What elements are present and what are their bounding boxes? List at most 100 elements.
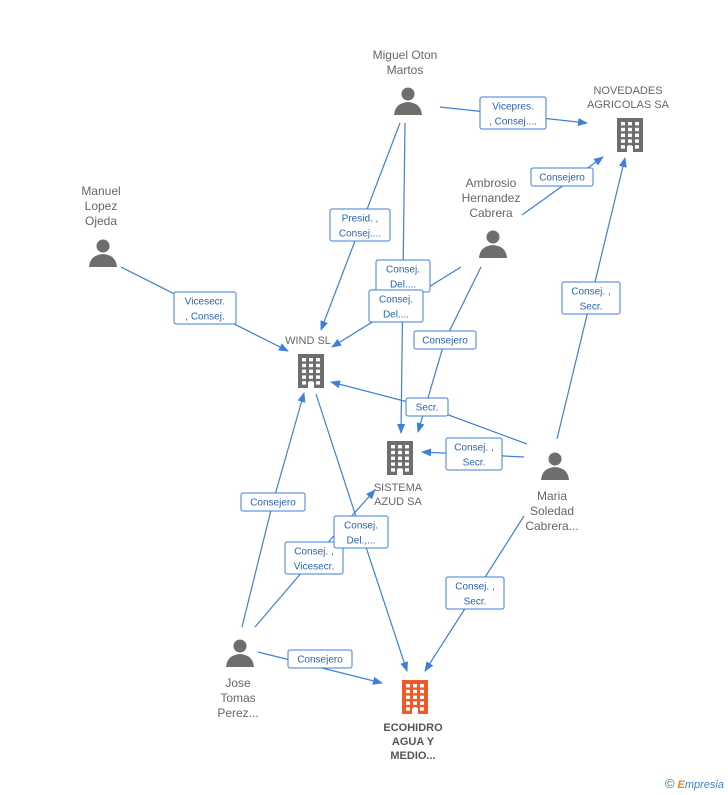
edge-label-text: Secr. (580, 302, 603, 313)
edge-label-text: Vicepres. (492, 102, 534, 113)
edge-label-box (445, 437, 503, 471)
edge-label-box (561, 281, 621, 315)
edge-label-ambrosio_sistema[interactable]: Consejero (413, 330, 477, 350)
node-label-line: WIND SL (285, 335, 331, 347)
edge-label-text: Consejero (422, 336, 468, 347)
node-label-line: Soledad (530, 504, 574, 518)
edge-label-text: Secr. (464, 597, 487, 608)
node-label-line: Maria (537, 489, 567, 503)
node-label-line: Perez... (217, 706, 258, 720)
edge-label-jose_wind[interactable]: Consejero (240, 492, 306, 512)
edge-label-maria_wind[interactable]: Secr. (405, 397, 449, 417)
node-label-line: SISTEMA (374, 482, 423, 494)
edge-label-box (405, 397, 449, 417)
node-label-line: Cabrera... (525, 519, 578, 533)
person-icon (394, 87, 422, 115)
edge-label-text: Secr. (416, 403, 439, 414)
building-icon (402, 680, 428, 714)
edge-label-text: Consej. (379, 295, 413, 306)
person-icon (541, 452, 569, 480)
node-label-line: Lopez (85, 199, 118, 213)
node-label-line: AGRICOLAS SA (587, 99, 670, 111)
node-label-line: Tomas (220, 691, 255, 705)
node-label-line: Ojeda (85, 214, 117, 228)
brand-letter: E (677, 779, 685, 791)
edge-label-box (333, 515, 389, 549)
node-novedades[interactable]: NOVEDADES AGRICOLAS SA (587, 85, 670, 152)
node-label-line: AZUD SA (374, 496, 422, 508)
edge-label-text: Consejero (297, 655, 343, 666)
node-label-line: Hernandez (462, 191, 521, 205)
edge-label-manuel_wind[interactable]: Vicesecr. , Consej. (173, 291, 237, 325)
edge-label-text: Del.... (390, 280, 416, 291)
edge-label-ambrosio_novedades[interactable]: Consejero (530, 167, 594, 187)
edge-label-text: Del.,... (347, 536, 376, 547)
node-label-line: Martos (387, 63, 424, 77)
node-jose[interactable]: JoseTomasPerez... (217, 639, 259, 721)
edge-label-text: Consej.... (339, 229, 381, 240)
node-label-line: Cabrera (469, 206, 513, 220)
building-icon (387, 441, 413, 475)
copyright-icon: © (664, 776, 675, 791)
node-label-line: Miguel Oton (373, 48, 438, 62)
edge-label-text: Consej. (386, 265, 420, 276)
edge-label-box (479, 96, 547, 130)
edge-label-maria_ecohidro[interactable]: Consej. , Secr. (445, 576, 505, 610)
building-icon (298, 354, 324, 388)
edge-label-jose_sistema[interactable]: Consej. , Vicesecr. (284, 541, 344, 575)
edge-label-miguel_novedades[interactable]: Vicepres. , Consej.... (479, 96, 547, 130)
edge-label-text: , Consej. (185, 312, 224, 323)
edge-label-box (173, 291, 237, 325)
edge-label-text: Vicesecr. (185, 297, 225, 308)
edge-label-box (329, 208, 391, 242)
edge-label-box (284, 541, 344, 575)
edge-label-text: Consej. , (454, 443, 493, 454)
node-wind[interactable]: WIND SL (285, 335, 331, 388)
edge-label-maria_novedades[interactable]: Consej. , Secr. (561, 281, 621, 315)
edge-label-maria_sistema[interactable]: Consej. , Secr. (445, 437, 503, 471)
edge-label-text: Presid. , (342, 214, 379, 225)
node-ecohidro[interactable]: ECOHIDRO AGUA Y MEDIO... (383, 680, 443, 762)
edge-labels-layer: Vicepres. , Consej.... Presid. , Consej....… (173, 96, 621, 669)
person-icon (479, 230, 507, 258)
edge-label-box (530, 167, 594, 187)
edge-label-box (240, 492, 306, 512)
edge-label-text: Consej. , (571, 287, 610, 298)
edge-label-text: Secr. (463, 458, 486, 469)
node-sistema[interactable]: SISTEMA AZUD SA (374, 441, 423, 508)
node-label-line: AGUA Y (392, 736, 435, 748)
node-label-line: MEDIO... (390, 750, 435, 762)
edge-label-text: Vicesecr. (294, 562, 334, 573)
edge-label-text: Consejero (539, 173, 585, 184)
building-icon (617, 118, 643, 152)
edge-label-jose_ecohidro[interactable]: Consejero (287, 649, 353, 669)
node-label-line: ECOHIDRO (383, 722, 443, 734)
edge-label-ambrosio_wind[interactable]: Consej. Del.... (368, 289, 424, 323)
edge-label-box (445, 576, 505, 610)
edge-label-miguel_wind[interactable]: Presid. , Consej.... (329, 208, 391, 242)
person-icon (226, 639, 254, 667)
edge-label-text: Consej. , (455, 582, 494, 593)
brand-name: mpresia (684, 779, 724, 791)
edge-label-wind_ecohidro[interactable]: Consej. Del.,... (333, 515, 389, 549)
edge-label-miguel_sistema[interactable]: Consej. Del.... (375, 259, 431, 293)
edge-label-box (368, 289, 424, 323)
node-maria[interactable]: MariaSoledadCabrera... (525, 452, 579, 534)
edge-label-text: Consej. , (294, 547, 333, 558)
edges-layer (120, 106, 627, 685)
edge-label-text: Del.... (383, 310, 409, 321)
person-icon (89, 239, 117, 267)
edge-label-text: Consejero (250, 498, 296, 509)
empresia-brand[interactable]: ©Empresia (665, 776, 724, 791)
node-label-line: Manuel (81, 184, 120, 198)
node-label-line: NOVEDADES (593, 85, 662, 97)
edge-label-text: Consej. (344, 521, 378, 532)
edge-label-text: , Consej.... (489, 117, 537, 128)
node-label-line: Ambrosio (466, 176, 517, 190)
edge-label-box (287, 649, 353, 669)
